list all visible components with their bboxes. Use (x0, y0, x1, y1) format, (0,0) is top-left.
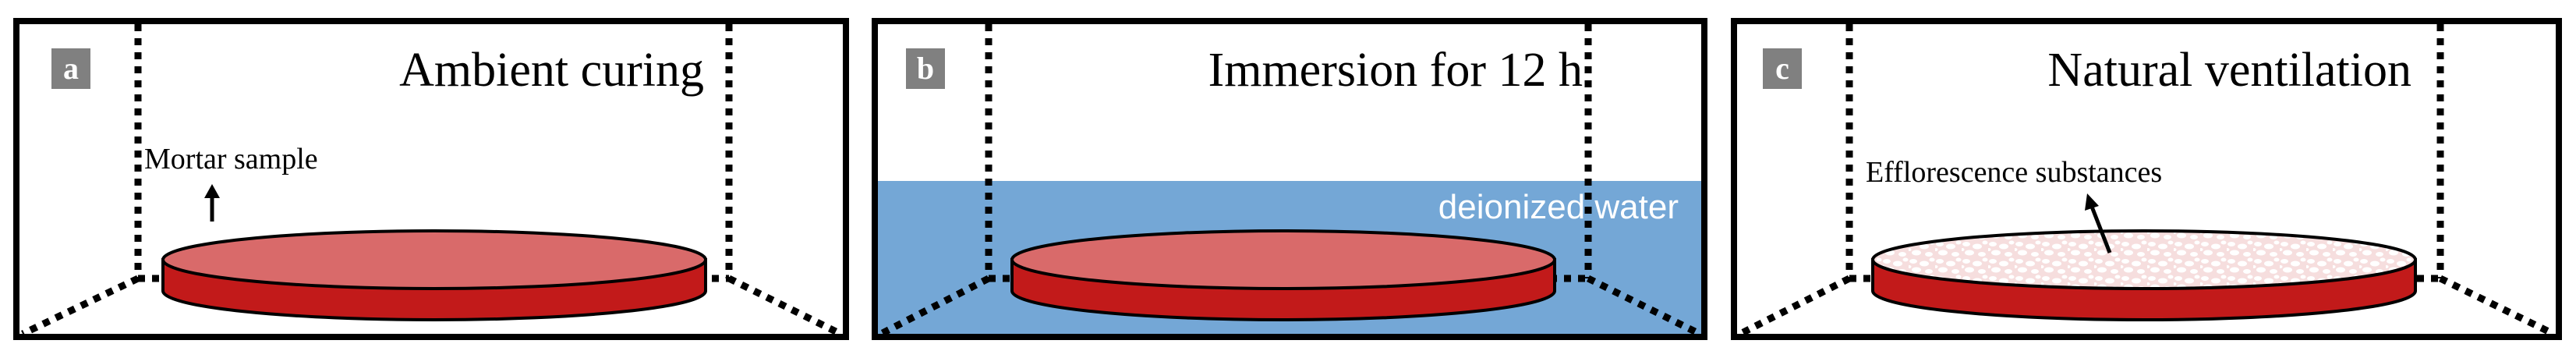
panel-a-label-box (51, 48, 90, 89)
panel-a-room-lines (21, 24, 843, 338)
panel-a-title: Ambient curing (399, 44, 704, 97)
panel-b-mortar-sample (1010, 229, 1556, 321)
panel-a-arrow (204, 184, 220, 222)
panel-a-sample-top (161, 229, 707, 290)
panel-c-efflorescence-top (1871, 229, 2417, 290)
panel-c: c Natural ventilation Efflorescence subs… (1731, 18, 2562, 340)
panel-a: a Ambient curing Mortar sample (13, 18, 849, 340)
panel-c-arrow (2085, 193, 2112, 253)
panel-b: b Immersion for 12 h deionized water (872, 18, 1707, 340)
panel-c-title: Natural ventilation (2047, 44, 2411, 97)
panel-c-label-box (1763, 48, 1802, 89)
panel-b-title: Immersion for 12 h (1208, 44, 1583, 97)
panel-a-annotation: Mortar sample (144, 143, 318, 175)
panel-a-mortar-sample (161, 229, 707, 321)
panel-b-label-box (906, 48, 945, 89)
panel-b-water-label: deionized water (1438, 188, 1679, 226)
panel-a-label: a (63, 51, 79, 86)
panel-c-label: c (1775, 51, 1789, 86)
panel-c-mortar-sample (1871, 229, 2417, 321)
panel-c-room-lines (1738, 24, 2555, 338)
panel-b-room-lines (879, 24, 1702, 338)
panel-b-sample-top (1010, 229, 1556, 290)
panel-c-annotation: Efflorescence substances (1866, 156, 2162, 189)
panel-b-label: b (917, 51, 934, 86)
